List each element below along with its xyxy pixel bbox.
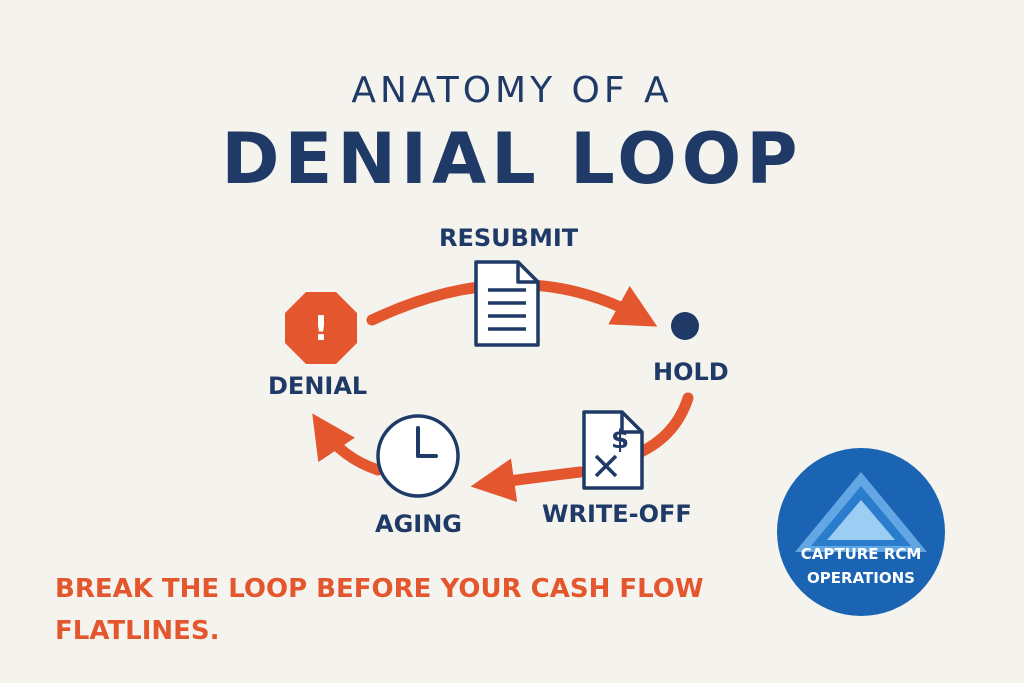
denial-symbol: ! bbox=[313, 309, 329, 349]
node-label-resubmit: RESUBMIT bbox=[439, 224, 579, 252]
badge-triangle-logo-icon bbox=[795, 472, 927, 552]
brand-badge: CAPTURE RCM OPERATIONS bbox=[777, 448, 945, 616]
badge-line-1: CAPTURE RCM bbox=[800, 545, 922, 563]
stop-sign-exclamation-icon: ! bbox=[285, 292, 357, 364]
tagline: BREAK THE LOOP BEFORE YOUR CASH FLOW FLA… bbox=[55, 574, 704, 646]
title-line-1: ANATOMY OF A bbox=[351, 70, 673, 111]
node-label-write-off: WRITE-OFF bbox=[542, 500, 692, 528]
document-icon bbox=[474, 260, 540, 347]
arrow-aging-to-denial bbox=[312, 413, 384, 476]
clock-icon bbox=[376, 414, 460, 498]
write-off-symbol: $ bbox=[611, 425, 629, 455]
node-label-denial: DENIAL bbox=[268, 372, 368, 400]
node-label-aging: AGING bbox=[375, 510, 462, 538]
badge-line-2: OPERATIONS bbox=[807, 569, 915, 587]
arrow-writeoff-to-aging bbox=[470, 458, 586, 503]
node-label-hold: HOLD bbox=[653, 358, 729, 386]
dot-icon bbox=[671, 312, 699, 340]
title-line-2: DENIAL LOOP bbox=[221, 118, 803, 200]
invoice-dollar-x-icon: $ bbox=[582, 410, 644, 490]
